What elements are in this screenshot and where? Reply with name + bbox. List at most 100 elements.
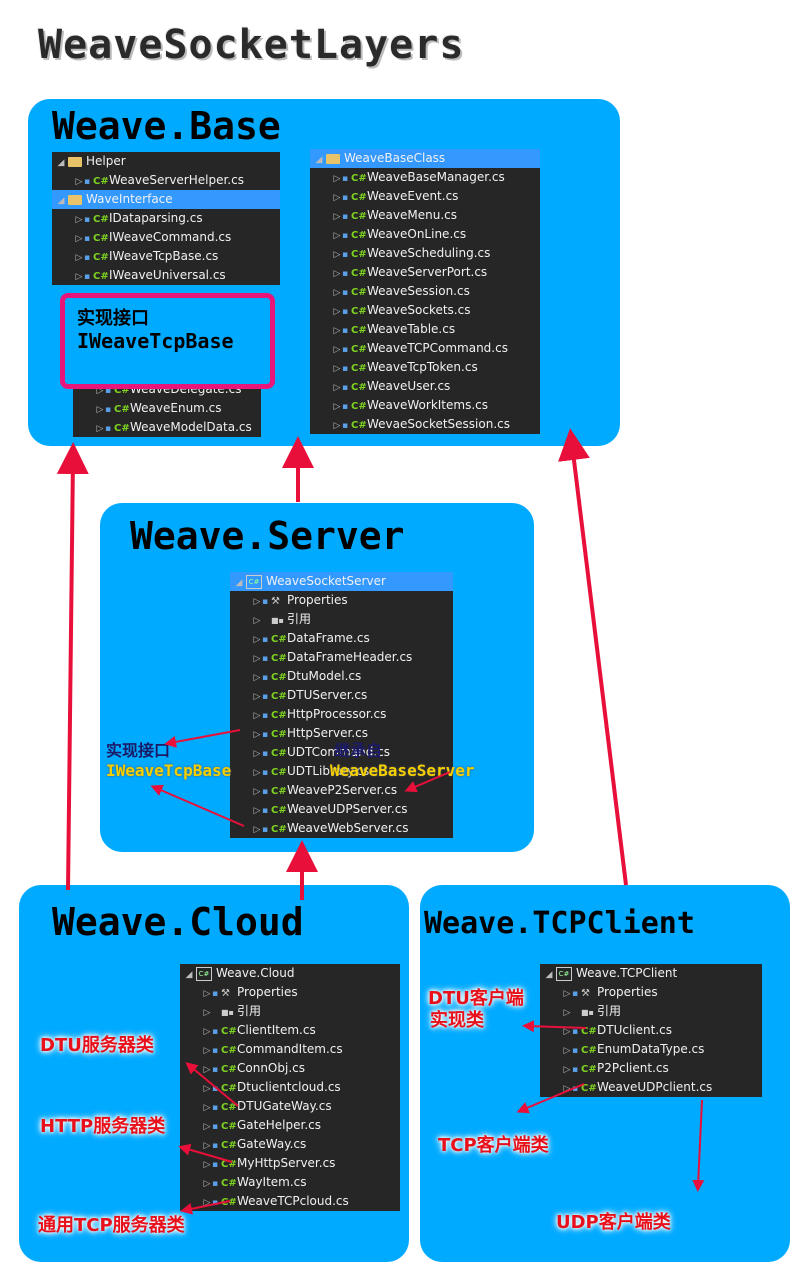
collapse-triangle-icon[interactable]: ▷ bbox=[96, 405, 104, 415]
file-item[interactable]: ▷▪C#IDataparsing.cs bbox=[52, 209, 280, 228]
file-item[interactable]: ▷▪C#DTUGateWay.cs bbox=[180, 1097, 400, 1116]
file-item[interactable]: ▷▪C#WeaveTcpToken.cs bbox=[310, 358, 540, 377]
file-item[interactable]: ▷▪C#WeaveUDPServer.cs bbox=[230, 800, 453, 819]
refs-item[interactable]: ▷■▪引用 bbox=[180, 1002, 400, 1021]
collapse-triangle-icon[interactable]: ▷ bbox=[203, 1122, 211, 1132]
file-item[interactable]: ▷▪C#WeaveScheduling.cs bbox=[310, 244, 540, 263]
collapse-triangle-icon[interactable]: ▷ bbox=[253, 730, 261, 740]
collapse-triangle-icon[interactable]: ▷ bbox=[253, 635, 261, 645]
file-item[interactable]: ▷▪C#WeaveEnum.cs bbox=[73, 399, 261, 418]
collapse-triangle-icon[interactable]: ▷ bbox=[203, 1008, 211, 1018]
collapse-triangle-icon[interactable]: ▷ bbox=[333, 364, 341, 374]
collapse-triangle-icon[interactable]: ▷ bbox=[253, 711, 261, 721]
file-item[interactable]: ▷▪C#MyHttpServer.cs bbox=[180, 1154, 400, 1173]
folder-item[interactable]: ◢WaveInterface bbox=[52, 190, 280, 209]
expand-triangle-icon[interactable]: ◢ bbox=[315, 155, 323, 165]
file-item[interactable]: ▷▪C#WeaveUser.cs bbox=[310, 377, 540, 396]
file-item[interactable]: ▷▪C#WeaveUDPclient.cs bbox=[540, 1078, 762, 1097]
file-item[interactable]: ▷▪C#WeaveWebServer.cs bbox=[230, 819, 453, 838]
collapse-triangle-icon[interactable]: ▷ bbox=[333, 193, 341, 203]
collapse-triangle-icon[interactable]: ▷ bbox=[253, 616, 261, 626]
file-item[interactable]: ▷▪C#IWeaveUniversal.cs bbox=[52, 266, 280, 285]
file-item[interactable]: ▷▪C#WeaveMenu.cs bbox=[310, 206, 540, 225]
collapse-triangle-icon[interactable]: ▷ bbox=[333, 288, 341, 298]
collapse-triangle-icon[interactable]: ▷ bbox=[203, 1103, 211, 1113]
expand-triangle-icon[interactable]: ◢ bbox=[235, 578, 243, 588]
file-item[interactable]: ▷▪C#WeaveSockets.cs bbox=[310, 301, 540, 320]
expand-triangle-icon[interactable]: ◢ bbox=[57, 196, 65, 206]
collapse-triangle-icon[interactable]: ▷ bbox=[203, 1046, 211, 1056]
collapse-triangle-icon[interactable]: ▷ bbox=[563, 1065, 571, 1075]
collapse-triangle-icon[interactable]: ▷ bbox=[253, 597, 261, 607]
collapse-triangle-icon[interactable]: ▷ bbox=[253, 787, 261, 797]
file-item[interactable]: ▷▪C#WeaveTCPCommand.cs bbox=[310, 339, 540, 358]
collapse-triangle-icon[interactable]: ▷ bbox=[333, 402, 341, 412]
file-item[interactable]: ▷▪C#IWeaveTcpBase.cs bbox=[52, 247, 280, 266]
file-item[interactable]: ▷▪C#WeaveEvent.cs bbox=[310, 187, 540, 206]
folder-item[interactable]: ◢Helper bbox=[52, 152, 280, 171]
props-item[interactable]: ▷▪⚒Properties bbox=[180, 983, 400, 1002]
refs-item[interactable]: ▷■▪引用 bbox=[230, 610, 453, 629]
file-item[interactable]: ▷▪C#WeaveServerPort.cs bbox=[310, 263, 540, 282]
file-item[interactable]: ▷▪C#DataFrame.cs bbox=[230, 629, 453, 648]
file-item[interactable]: ▷▪C#UDTCommand.cs bbox=[230, 743, 453, 762]
collapse-triangle-icon[interactable]: ▷ bbox=[563, 1046, 571, 1056]
file-item[interactable]: ▷▪C#EnumDataType.cs bbox=[540, 1040, 762, 1059]
props-item[interactable]: ▷▪⚒Properties bbox=[540, 983, 762, 1002]
collapse-triangle-icon[interactable]: ▷ bbox=[75, 215, 83, 225]
collapse-triangle-icon[interactable]: ▷ bbox=[333, 345, 341, 355]
collapse-triangle-icon[interactable]: ▷ bbox=[563, 1084, 571, 1094]
project-item[interactable]: ◢C#Weave.Cloud bbox=[180, 964, 400, 983]
collapse-triangle-icon[interactable]: ▷ bbox=[203, 1141, 211, 1151]
collapse-triangle-icon[interactable]: ▷ bbox=[203, 1084, 211, 1094]
project-item[interactable]: ◢C#Weave.TCPClient bbox=[540, 964, 762, 983]
collapse-triangle-icon[interactable]: ▷ bbox=[333, 421, 341, 431]
file-item[interactable]: ▷▪C#WevaeSocketSession.cs bbox=[310, 415, 540, 434]
collapse-triangle-icon[interactable]: ▷ bbox=[203, 1179, 211, 1189]
file-item[interactable]: ▷▪C#WeaveOnLine.cs bbox=[310, 225, 540, 244]
collapse-triangle-icon[interactable]: ▷ bbox=[253, 806, 261, 816]
collapse-triangle-icon[interactable]: ▷ bbox=[75, 253, 83, 263]
file-item[interactable]: ▷▪C#CommandItem.cs bbox=[180, 1040, 400, 1059]
collapse-triangle-icon[interactable]: ▷ bbox=[75, 234, 83, 244]
collapse-triangle-icon[interactable]: ▷ bbox=[203, 989, 211, 999]
file-item[interactable]: ▷▪C#WeaveTCPcloud.cs bbox=[180, 1192, 400, 1211]
collapse-triangle-icon[interactable]: ▷ bbox=[203, 1065, 211, 1075]
file-item[interactable]: ▷▪C#ClientItem.cs bbox=[180, 1021, 400, 1040]
file-item[interactable]: ▷▪C#P2Pclient.cs bbox=[540, 1059, 762, 1078]
collapse-triangle-icon[interactable]: ▷ bbox=[563, 1027, 571, 1037]
collapse-triangle-icon[interactable]: ▷ bbox=[253, 749, 261, 759]
collapse-triangle-icon[interactable]: ▷ bbox=[203, 1027, 211, 1037]
collapse-triangle-icon[interactable]: ▷ bbox=[563, 1008, 571, 1018]
file-item[interactable]: ▷▪C#WayItem.cs bbox=[180, 1173, 400, 1192]
expand-triangle-icon[interactable]: ◢ bbox=[185, 970, 193, 980]
collapse-triangle-icon[interactable]: ▷ bbox=[333, 269, 341, 279]
file-item[interactable]: ▷▪C#WeaveSession.cs bbox=[310, 282, 540, 301]
collapse-triangle-icon[interactable]: ▷ bbox=[253, 768, 261, 778]
collapse-triangle-icon[interactable]: ▷ bbox=[333, 326, 341, 336]
collapse-triangle-icon[interactable]: ▷ bbox=[333, 174, 341, 184]
file-item[interactable]: ▷▪C#WeaveBaseManager.cs bbox=[310, 168, 540, 187]
folder-item[interactable]: ◢WeaveBaseClass bbox=[310, 149, 540, 168]
file-item[interactable]: ▷▪C#DtuModel.cs bbox=[230, 667, 453, 686]
project-item[interactable]: ◢C#WeaveSocketServer bbox=[230, 572, 453, 591]
collapse-triangle-icon[interactable]: ▷ bbox=[563, 989, 571, 999]
file-item[interactable]: ▷▪C#HttpProcessor.cs bbox=[230, 705, 453, 724]
collapse-triangle-icon[interactable]: ▷ bbox=[75, 272, 83, 282]
collapse-triangle-icon[interactable]: ▷ bbox=[253, 673, 261, 683]
collapse-triangle-icon[interactable]: ▷ bbox=[253, 825, 261, 835]
file-item[interactable]: ▷▪C#IWeaveCommand.cs bbox=[52, 228, 280, 247]
collapse-triangle-icon[interactable]: ▷ bbox=[333, 212, 341, 222]
collapse-triangle-icon[interactable]: ▷ bbox=[333, 383, 341, 393]
collapse-triangle-icon[interactable]: ▷ bbox=[96, 424, 104, 434]
collapse-triangle-icon[interactable]: ▷ bbox=[253, 654, 261, 664]
file-item[interactable]: ▷▪C#GateWay.cs bbox=[180, 1135, 400, 1154]
file-item[interactable]: ▷▪C#WeaveTable.cs bbox=[310, 320, 540, 339]
file-item[interactable]: ▷▪C#HttpServer.cs bbox=[230, 724, 453, 743]
file-item[interactable]: ▷▪C#DTUclient.cs bbox=[540, 1021, 762, 1040]
props-item[interactable]: ▷▪⚒Properties bbox=[230, 591, 453, 610]
file-item[interactable]: ▷▪C#WeaveModelData.cs bbox=[73, 418, 261, 437]
file-item[interactable]: ▷▪C#Dtuclientcloud.cs bbox=[180, 1078, 400, 1097]
file-item[interactable]: ▷▪C#UDTLibrary.cs bbox=[230, 762, 453, 781]
collapse-triangle-icon[interactable]: ▷ bbox=[96, 386, 104, 396]
